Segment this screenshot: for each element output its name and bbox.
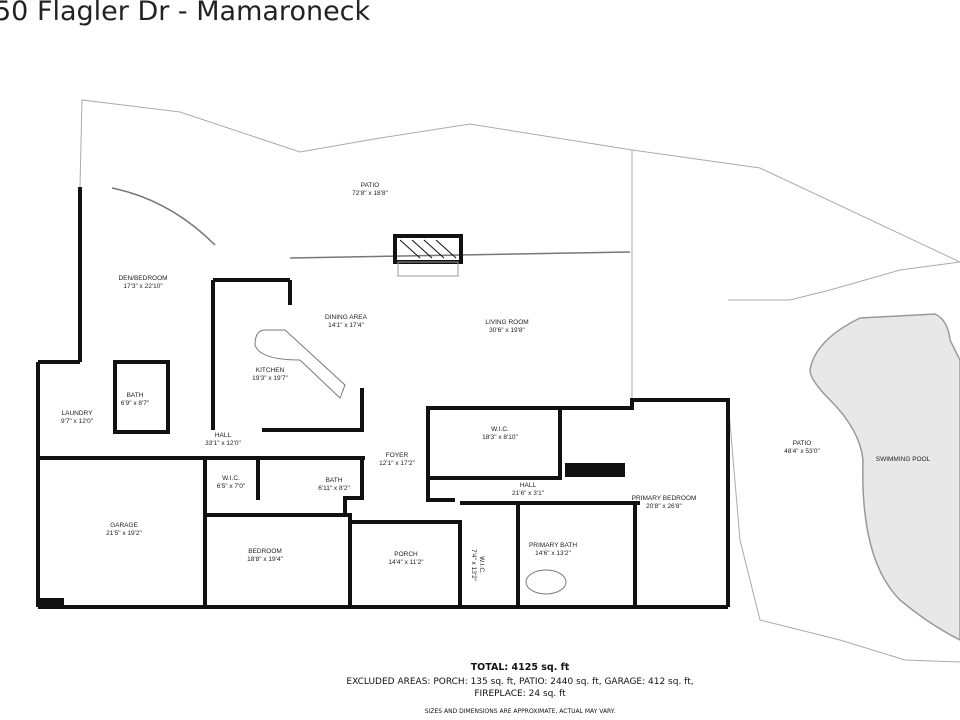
- primary-wall-block: [565, 463, 625, 477]
- room-swimming-pool: SWIMMING POOL: [875, 456, 931, 463]
- pool-shape: [809, 313, 960, 641]
- room-wic-2: W.I.C.6'5" x 7'0": [216, 475, 246, 490]
- patio-outline: [79, 99, 960, 663]
- walls: [36, 187, 730, 609]
- disclaimer: SIZES AND DIMENSIONS ARE APPROXIMATE, AC…: [424, 708, 616, 715]
- kitchen-island: [254, 329, 346, 399]
- bathtub-icon: [525, 569, 567, 595]
- page-title: 50 Flagler Dr - Mamaroneck: [0, 0, 371, 27]
- room-wic-3: W.I.C.7'4" x 13'2": [470, 548, 485, 582]
- total-area: TOTAL: 4125 sq. ft: [470, 662, 570, 673]
- windows: [111, 187, 631, 259]
- fireplace-icon: [393, 234, 463, 277]
- area-summary: TOTAL: 4125 sq. ft EXCLUDED AREAS: PORCH…: [300, 662, 740, 715]
- excluded-areas: EXCLUDED AREAS: PORCH: 135 sq. ft, PATIO…: [346, 677, 694, 699]
- garage-corner: [40, 598, 64, 606]
- room-wic-1: W.I.C.18'3" x 8'10": [482, 426, 518, 441]
